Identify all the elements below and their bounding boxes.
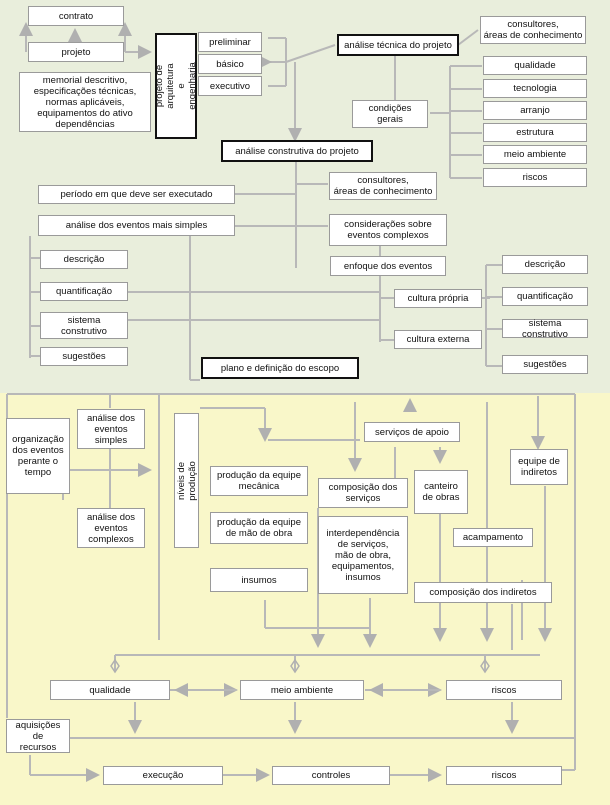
controles-box: controles bbox=[272, 766, 390, 785]
descricao-left-box: descrição bbox=[40, 250, 128, 269]
producao-mecanica-box: produção da equipe mecânica bbox=[210, 466, 308, 496]
estrutura-box: estrutura bbox=[483, 123, 587, 142]
plano-escopo-box: plano e definição do escopo bbox=[201, 357, 359, 379]
contrato-box: contrato bbox=[28, 6, 124, 26]
memorial-box: memorial descritivo, especificações técn… bbox=[19, 72, 151, 132]
riscos-top-box: riscos bbox=[483, 168, 587, 187]
executivo-box: executivo bbox=[198, 76, 262, 96]
preliminar-box: preliminar bbox=[198, 32, 262, 52]
meio-ambiente-bottom-box: meio ambiente bbox=[240, 680, 364, 700]
projeto-arquitetura-label: projeto de arquitetura e engenharia bbox=[154, 62, 198, 110]
projeto-box: projeto bbox=[28, 42, 124, 62]
periodo-box: período em que deve ser executado bbox=[38, 185, 235, 204]
niveis-producao-label: níveis de produção bbox=[175, 460, 198, 501]
quantificacao-right-box: quantificação bbox=[502, 287, 588, 306]
acampamento-box: acampamento bbox=[453, 528, 533, 547]
tecnologia-box: tecnologia bbox=[483, 79, 587, 98]
aquisicoes-box: aquisições de recursos bbox=[6, 719, 70, 753]
consultores-1-box: consultores, áreas de conhecimento bbox=[480, 16, 586, 44]
riscos-2-box: riscos bbox=[446, 766, 562, 785]
composicao-servicos-box: composição dos serviços bbox=[318, 478, 408, 508]
analise-tecnica-box: análise técnica do projeto bbox=[337, 34, 459, 56]
cultura-externa-box: cultura externa bbox=[394, 330, 482, 349]
sistema-construtivo-right-box: sistema construtivo bbox=[502, 318, 588, 340]
consultores-2-box: consultores, áreas de conhecimento bbox=[329, 172, 437, 200]
sugestoes-right-box: sugestões bbox=[502, 355, 588, 374]
equipe-indiretos-box: equipe de indiretos bbox=[510, 449, 568, 485]
qualidade-bottom-box: qualidade bbox=[50, 680, 170, 700]
consideracoes-box: considerações sobre eventos complexos bbox=[329, 214, 447, 246]
analise-construtiva-box: análise construtiva do projeto bbox=[221, 140, 373, 162]
organizacao-box: organização dos eventos perante o tempo bbox=[6, 418, 70, 494]
composicao-indiretos-box: composição dos indiretos bbox=[414, 582, 552, 603]
analise-complexos-box: análise dos eventos complexos bbox=[77, 508, 145, 548]
condicoes-gerais-box: condições gerais bbox=[352, 100, 428, 128]
riscos-1-box: riscos bbox=[446, 680, 562, 700]
cultura-propria-box: cultura própria bbox=[394, 289, 482, 308]
execucao-box: execução bbox=[103, 766, 223, 785]
insumos-box: insumos bbox=[210, 568, 308, 592]
qualidade-top-box: qualidade bbox=[483, 56, 587, 75]
descricao-right-box: descrição bbox=[502, 255, 588, 274]
meio-ambiente-top-box: meio ambiente bbox=[483, 145, 587, 164]
sistema-construtivo-left-box: sistema construtivo bbox=[40, 312, 128, 339]
niveis-producao-box: níveis de produção bbox=[174, 413, 199, 548]
producao-mao-obra-box: produção da equipe de mão de obra bbox=[210, 512, 308, 544]
analise-simples-box: análise dos eventos simples bbox=[77, 409, 145, 449]
analise-eventos-simples-box: análise dos eventos mais simples bbox=[38, 215, 235, 236]
arranjo-box: arranjo bbox=[483, 101, 587, 120]
quantificacao-left-box: quantificação bbox=[40, 282, 128, 301]
interdependencia-box: interdependência de serviços, mão de obr… bbox=[318, 516, 408, 594]
basico-box: básico bbox=[198, 54, 262, 74]
projeto-arquitetura-box: projeto de arquitetura e engenharia bbox=[154, 33, 198, 139]
servicos-apoio-box: serviços de apoio bbox=[364, 422, 460, 442]
enfoque-box: enfoque dos eventos bbox=[330, 256, 446, 276]
sugestoes-left-box: sugestões bbox=[40, 347, 128, 366]
canteiro-box: canteiro de obras bbox=[414, 470, 468, 514]
